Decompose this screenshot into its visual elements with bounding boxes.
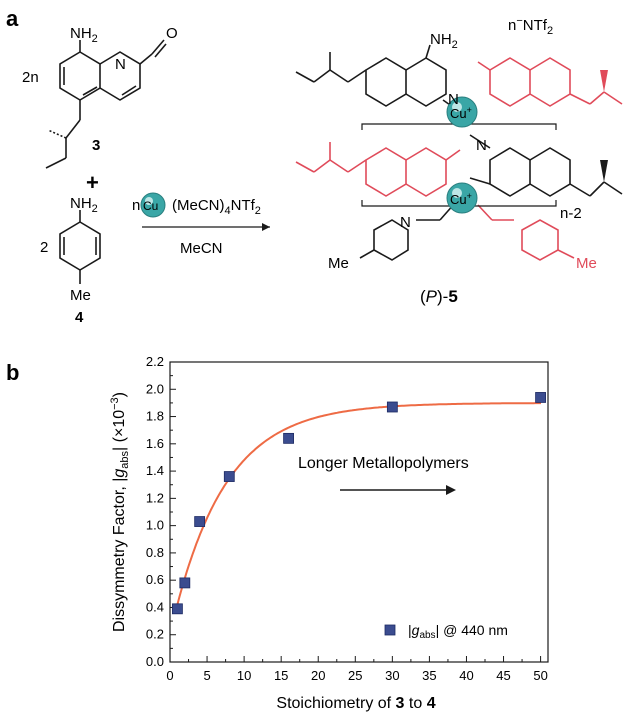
y-tick-label: 1.2 bbox=[146, 490, 164, 505]
reactant-4-structure bbox=[59, 210, 101, 284]
y-tick-label: 0.2 bbox=[146, 627, 164, 642]
y-axis-title: Dissymmetry Factor, |gabs| (×10−3) bbox=[109, 392, 131, 632]
product-n-label-2: N bbox=[476, 137, 487, 154]
y-tick-label: 2.0 bbox=[146, 381, 164, 396]
reagent-formula: (MeCN) bbox=[172, 197, 225, 214]
copper-top-label: Cu bbox=[450, 106, 467, 121]
annotation-arrow-head bbox=[446, 485, 456, 495]
panel-letter-b: b bbox=[6, 360, 19, 385]
svg-text:NH2: NH2 bbox=[70, 25, 98, 45]
plus-sign: + bbox=[86, 170, 99, 195]
product-methyl-right: Me bbox=[576, 255, 597, 272]
y-axis-ticks: 0.0 0.2 0.4 0.6 0.8 1.0 1.2 1.4 1.6 1.8 2.0 2.2 bbox=[146, 354, 176, 669]
data-point bbox=[194, 516, 206, 527]
nh2-label-4: NH bbox=[70, 195, 92, 212]
y-tick-label: 1.4 bbox=[146, 463, 164, 478]
reagent-n-prefix: n bbox=[132, 197, 140, 214]
copper-label: Cu bbox=[143, 199, 158, 213]
x-tick-label: 30 bbox=[385, 668, 399, 683]
product-n-label-1: N bbox=[448, 91, 459, 108]
svg-text:Cu+: Cu+ bbox=[450, 191, 472, 207]
x-axis-ticks: 0 5 10 15 20 25 30 35 40 45 50 bbox=[166, 656, 548, 683]
quinoline-n-label: N bbox=[115, 56, 126, 73]
svg-text:Cu+: Cu+ bbox=[450, 105, 472, 121]
arrow-head bbox=[262, 223, 270, 231]
panel-letter-a: a bbox=[6, 6, 19, 31]
svg-text:NH2: NH2 bbox=[430, 31, 458, 51]
copper-highlight bbox=[145, 197, 153, 205]
compound-4-number: 4 bbox=[75, 309, 84, 326]
svg-text:n−NTf2: n−NTf2 bbox=[508, 15, 553, 37]
y-tick-label: 2.2 bbox=[146, 354, 164, 369]
y-tick-label: 1.6 bbox=[146, 436, 164, 451]
data-point bbox=[535, 392, 546, 403]
legend-label: |gabs| @ 440 nm bbox=[408, 622, 508, 641]
reactant-3-coefficient: 2n bbox=[22, 69, 39, 86]
copper-top-highlight bbox=[452, 102, 462, 112]
dissymmetry-chart: b 0.0 0.2 0.4 0.6 0.8 1.0 1.2 1.4 1.6 1.8 2.0 2.2 0… bbox=[6, 354, 549, 712]
y-tick-label: 0.0 bbox=[146, 654, 164, 669]
svg-text:(MeCN)4NTf2: (MeCN)4NTf2 bbox=[172, 197, 261, 217]
x-tick-label: 0 bbox=[166, 668, 173, 683]
x-axis-title: Stoichiometry of 3 to 4 bbox=[276, 695, 435, 712]
y-tick-label: 0.8 bbox=[146, 545, 164, 560]
svg-text:(P)-5: (P)-5 bbox=[420, 287, 458, 306]
reaction-scheme: a NH2 N O 2n 3 + NH2 Me 2 bbox=[6, 6, 623, 326]
x-tick-label: 10 bbox=[237, 668, 251, 683]
x-tick-label: 20 bbox=[311, 668, 325, 683]
data-point bbox=[179, 577, 191, 589]
chart-annotation: Longer Metallopolymers bbox=[298, 455, 469, 472]
fit-curve bbox=[174, 402, 541, 611]
product-number: 5 bbox=[448, 287, 457, 306]
x-tick-label: 35 bbox=[422, 668, 436, 683]
nh2-label: NH bbox=[70, 25, 92, 42]
y-tick-label: 0.6 bbox=[146, 572, 164, 587]
wedge-bond-red bbox=[600, 70, 608, 92]
data-markers bbox=[172, 392, 546, 615]
repeat-count: n-2 bbox=[560, 205, 582, 222]
data-point bbox=[283, 432, 294, 444]
y-tick-label: 0.4 bbox=[146, 599, 164, 614]
data-point bbox=[223, 471, 235, 482]
counterion-prefix: n bbox=[508, 17, 516, 34]
methyl-label-4: Me bbox=[70, 287, 91, 304]
x-tick-label: 40 bbox=[459, 668, 473, 683]
y-tick-label: 1.8 bbox=[146, 409, 164, 424]
svg-text:NH2: NH2 bbox=[70, 195, 98, 215]
compound-3-number: 3 bbox=[92, 137, 100, 154]
legend-marker bbox=[384, 624, 396, 636]
product-red-ligands bbox=[295, 57, 623, 261]
reactant-4-coefficient: 2 bbox=[40, 239, 48, 256]
plot-frame bbox=[169, 361, 549, 663]
x-tick-label: 45 bbox=[496, 668, 510, 683]
copper-bottom-label: Cu bbox=[450, 192, 467, 207]
product-black-ligands bbox=[295, 44, 623, 261]
solvent-label: MeCN bbox=[180, 240, 223, 257]
product-nh2-label: NH bbox=[430, 31, 452, 48]
reactant-3-structure bbox=[45, 39, 167, 169]
x-tick-label: 15 bbox=[274, 668, 288, 683]
wedge-bond-right bbox=[600, 160, 608, 182]
data-point bbox=[386, 401, 398, 413]
x-tick-label: 50 bbox=[533, 668, 547, 683]
product-n-label-3: N bbox=[400, 214, 411, 231]
x-tick-label: 25 bbox=[348, 668, 362, 683]
data-point bbox=[172, 603, 183, 615]
y-tick-label: 1.0 bbox=[146, 518, 164, 533]
aldehyde-o-label: O bbox=[166, 25, 178, 42]
product-label-open: ( bbox=[420, 287, 426, 306]
x-tick-label: 5 bbox=[203, 668, 210, 683]
copper-bottom-highlight bbox=[452, 188, 462, 198]
product-methyl-left: Me bbox=[328, 255, 349, 272]
